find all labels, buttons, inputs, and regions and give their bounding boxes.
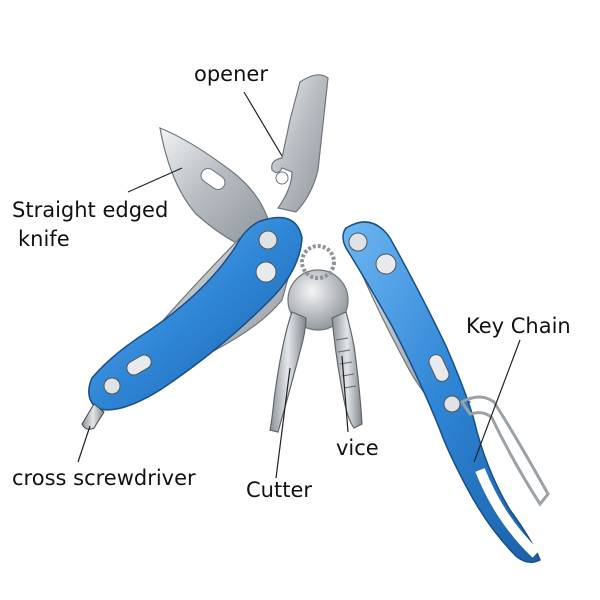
- vice-label: vice: [336, 436, 379, 460]
- key-chain-label: Key Chain: [466, 314, 571, 338]
- key-chain-leader: [473, 339, 521, 463]
- left-handle-hole: [255, 261, 277, 283]
- vice-leader: [341, 355, 349, 433]
- left-handle-rivet: [103, 377, 121, 395]
- left-handle-screw: [258, 230, 278, 250]
- left-handle-slot: [126, 354, 152, 376]
- cutter-leader: [275, 367, 291, 479]
- cross-screwdriver-label: cross screwdriver: [12, 466, 196, 490]
- vice-teeth: [335, 337, 357, 389]
- right-handle-rivet: [443, 395, 461, 413]
- right-handle-screw: [348, 232, 368, 252]
- knife-label-line2: knife: [18, 227, 70, 251]
- cutter-jaw: [269, 311, 307, 433]
- plier-pivot-gear: [300, 244, 336, 280]
- carabiner-inner: [475, 468, 540, 558]
- plier-pivot: [287, 269, 349, 331]
- opener-hole: [275, 171, 289, 185]
- knife-label-line1: Straight edged: [12, 198, 169, 222]
- vice-jaw: [331, 311, 363, 429]
- opener-leader: [243, 91, 283, 157]
- opener-label: opener: [194, 62, 268, 86]
- right-handle-hole: [375, 253, 397, 275]
- leader-lines: [77, 91, 521, 479]
- right-handle-slot: [428, 354, 450, 382]
- right-handle: [342, 221, 541, 563]
- screwdriver-leader: [77, 425, 91, 463]
- key-chain-wire: [459, 395, 550, 507]
- screwdriver-tip: [81, 403, 105, 430]
- cutter-label: Cutter: [246, 478, 312, 502]
- knife-leader: [127, 167, 183, 193]
- opener-blade: [271, 74, 329, 213]
- knife-thumb-slot: [200, 168, 226, 190]
